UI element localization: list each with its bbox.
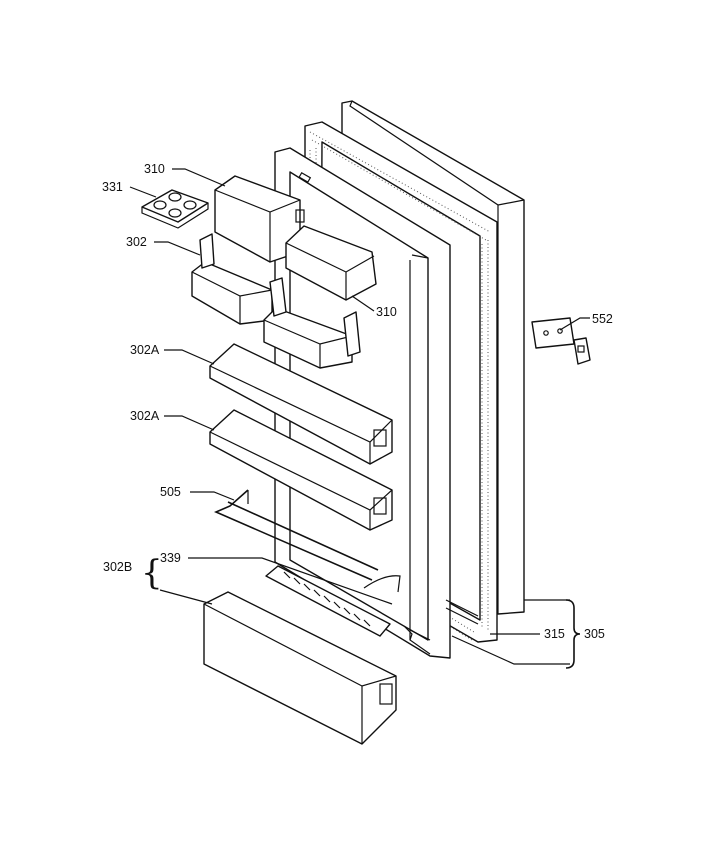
label-505: 505	[160, 485, 181, 499]
bracket-305	[565, 599, 581, 669]
dairy-lid-upper-310	[214, 175, 305, 263]
bottom-bin-302B	[203, 591, 397, 745]
label-305: 305	[584, 627, 605, 641]
small-shelf-302-right	[263, 277, 361, 369]
label-302A-upper: 302A	[130, 343, 160, 357]
label-302A-lower: 302A	[130, 409, 160, 423]
small-shelf-302-left	[191, 233, 273, 325]
label-339: 339	[160, 551, 181, 565]
label-302: 302	[126, 235, 147, 249]
dairy-lid-lower-310	[285, 225, 377, 301]
leader-lines	[129, 168, 590, 665]
long-shelf-302A-lower	[209, 409, 393, 531]
hinge-552	[531, 317, 591, 365]
label-310-lower: 310	[376, 305, 397, 319]
long-shelf-302A-upper	[209, 343, 393, 465]
egg-tray-331	[141, 189, 209, 229]
label-315: 315	[544, 627, 565, 641]
divider-339	[265, 565, 413, 641]
wire-bar-505	[213, 489, 379, 581]
label-310-upper: 310	[144, 162, 165, 176]
label-302B: 302B	[103, 560, 132, 574]
brace-302B: {	[141, 553, 163, 593]
label-552: 552	[592, 312, 613, 326]
label-331: 331	[102, 180, 123, 194]
